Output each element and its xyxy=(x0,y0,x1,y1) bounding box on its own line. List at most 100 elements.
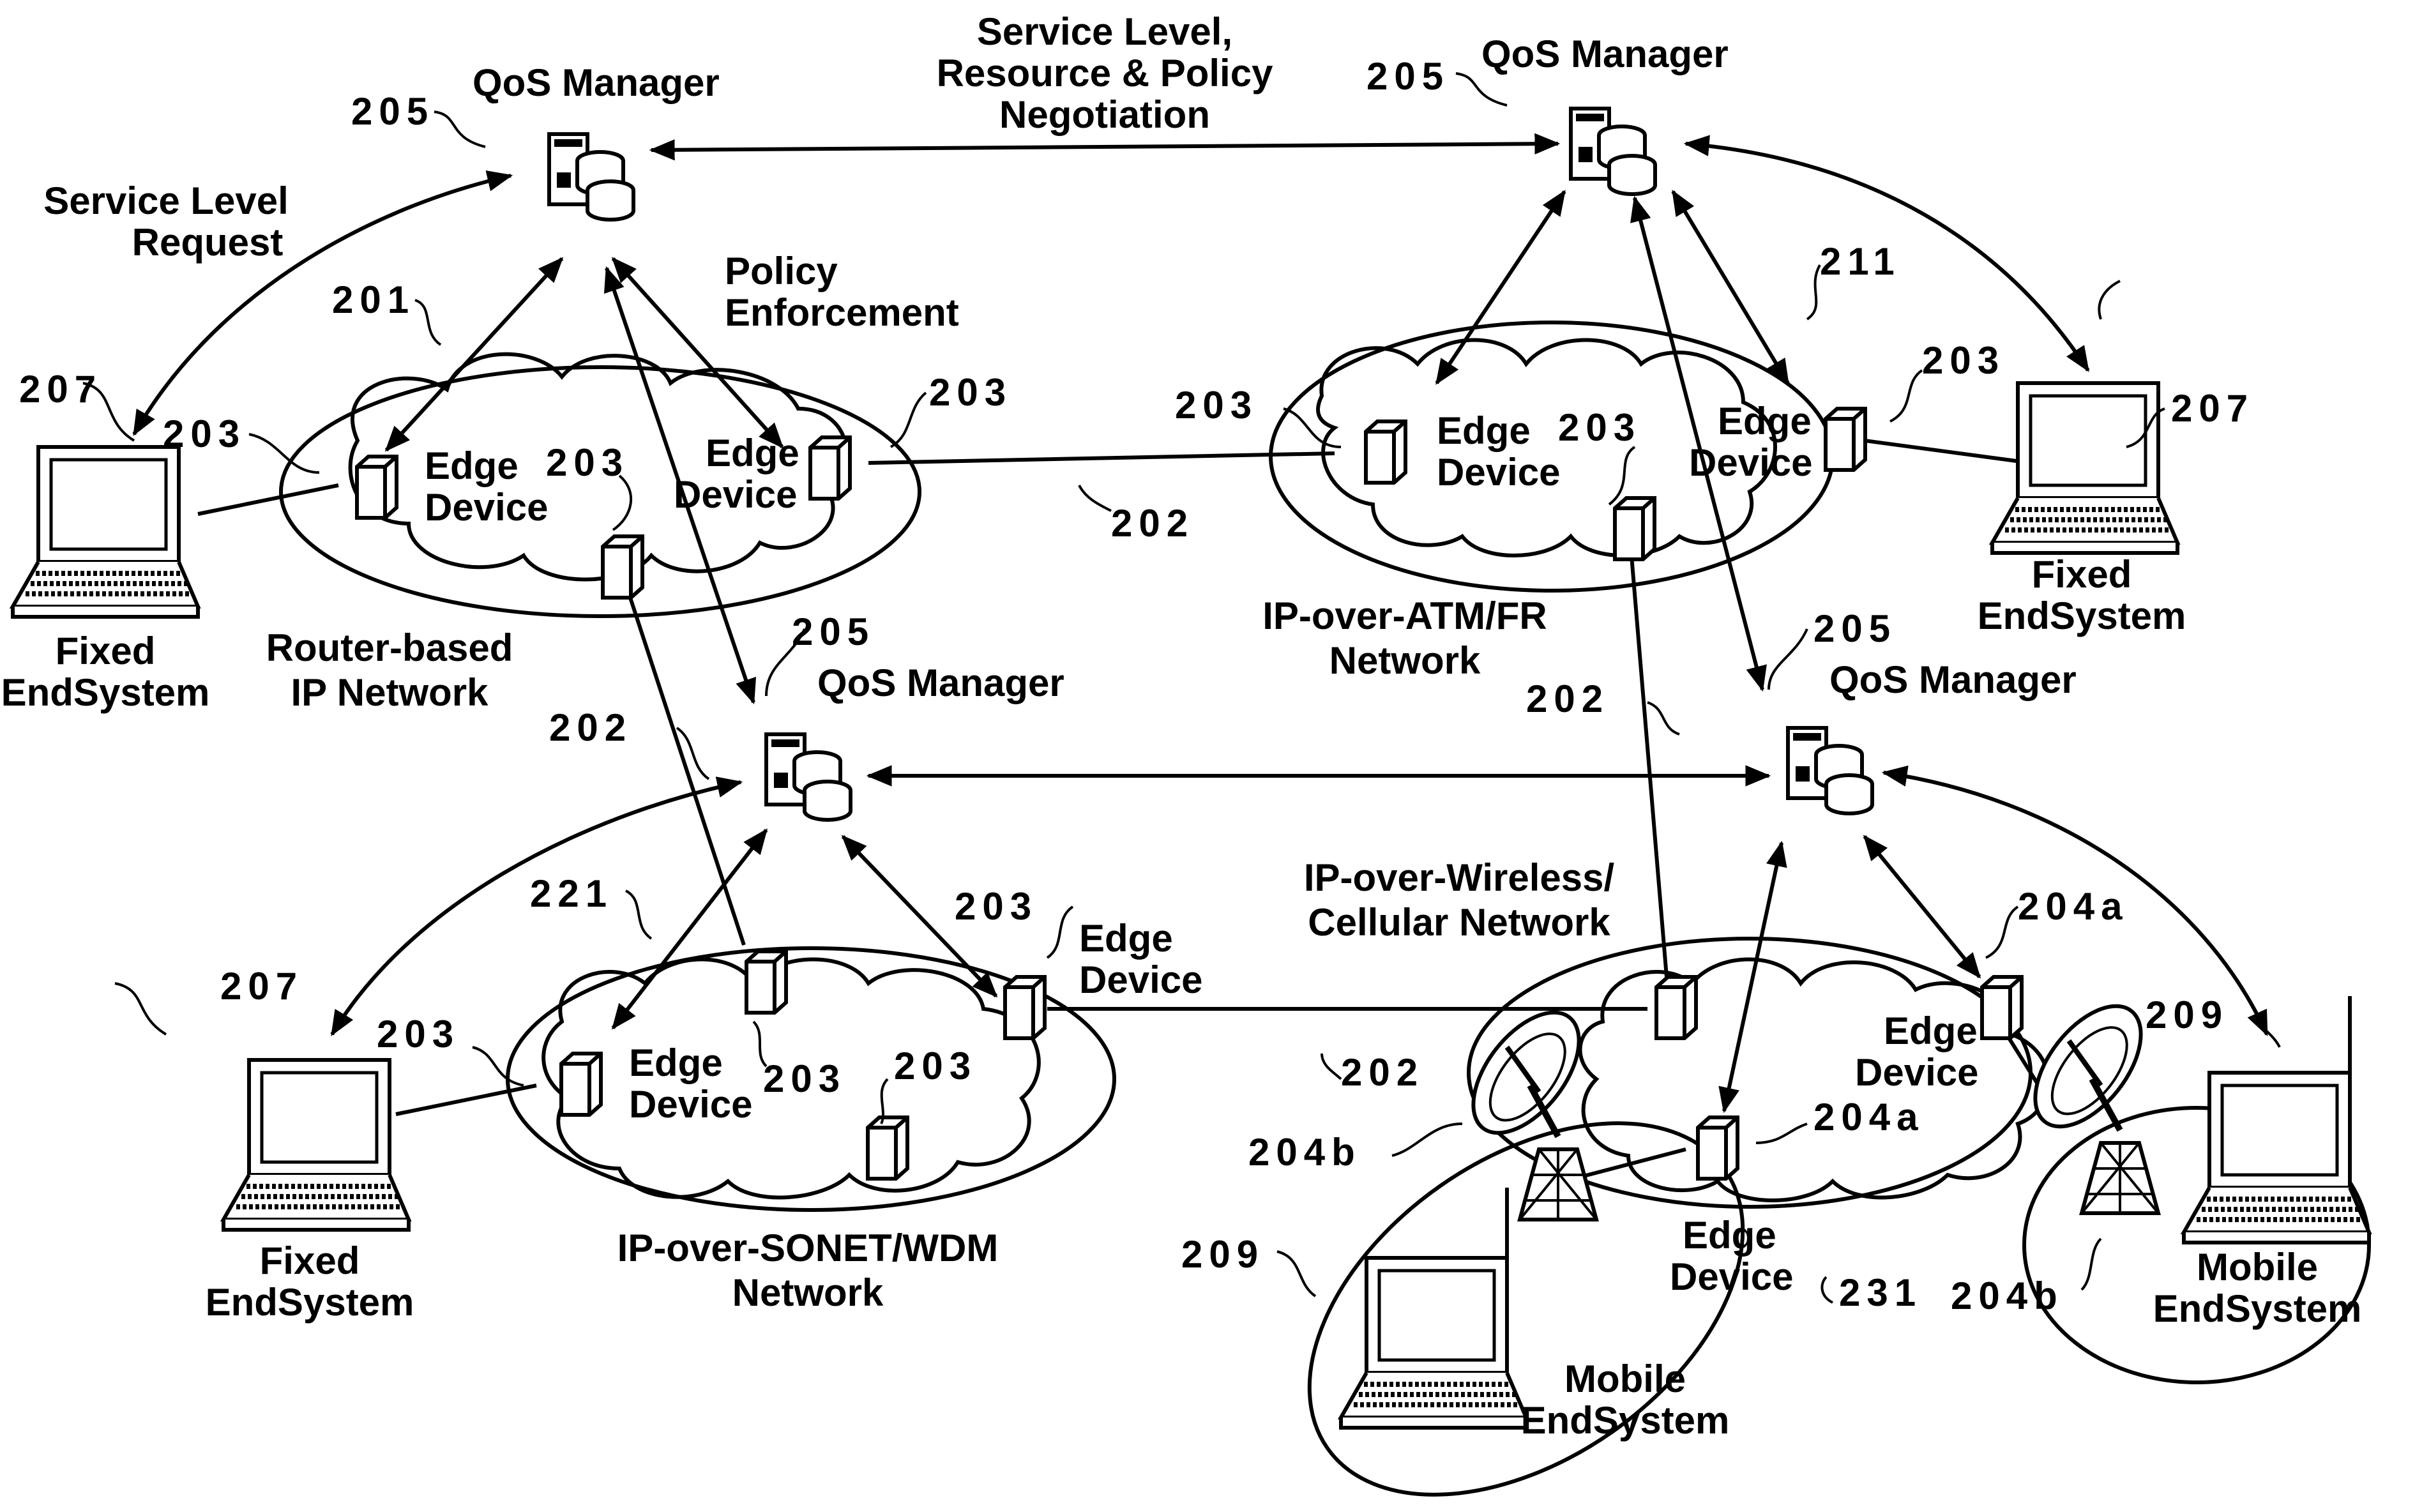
service-level-request-label: Request xyxy=(132,221,284,264)
policy-enforcement-label: Enforcement xyxy=(725,291,959,334)
edge-device-label: Edge xyxy=(1718,400,1812,442)
network-name-label: Router-based xyxy=(266,626,513,669)
fixed-endsystem-label: EndSystem xyxy=(1,671,210,714)
ref-207: 207 xyxy=(19,368,102,411)
fixed-endsystem-label: Fixed xyxy=(2032,553,2132,596)
edge-device-label: Device xyxy=(1855,1051,1978,1094)
satellite-dish-icon xyxy=(2015,987,2161,1213)
ref-211: 211 xyxy=(1820,240,1901,283)
ref-204a: 204a xyxy=(2018,885,2128,928)
fixed-endsystem-label: EndSystem xyxy=(1978,594,2186,637)
ref-204a: 204a xyxy=(1813,1096,1924,1138)
edge-device-label: Device xyxy=(1079,958,1202,1001)
fixed-endsystem-label: Fixed xyxy=(56,630,156,672)
ref-203: 203 xyxy=(163,412,246,455)
qos-manager-label: QoS Manager xyxy=(473,61,720,104)
edge-device-icon xyxy=(1698,1117,1737,1179)
laptop-icon xyxy=(1992,383,2177,553)
mobile-endsystem-label: Mobile xyxy=(1564,1357,1686,1400)
edge-device-icon xyxy=(1656,977,1696,1038)
ref-202: 202 xyxy=(1341,1051,1424,1094)
ref-203: 203 xyxy=(955,885,1038,928)
edge-device-label: Device xyxy=(1689,441,1812,484)
ref-221: 221 xyxy=(530,872,613,915)
mobile-endsystem-label: EndSystem xyxy=(1521,1399,1730,1442)
edge-device-icon xyxy=(603,536,642,598)
policy-enforcement-label: Policy xyxy=(725,250,838,292)
edge-device-icon xyxy=(1005,977,1045,1038)
laptop-icon xyxy=(223,1060,409,1230)
fixed-endsystem-label: Fixed xyxy=(260,1239,360,1282)
edge-device-icon xyxy=(1366,421,1405,483)
negotiation-label: Negotiation xyxy=(999,93,1210,136)
ref-202: 202 xyxy=(1111,502,1194,545)
edge-device-icon xyxy=(561,1054,601,1115)
negotiation-label: Service Level, xyxy=(977,10,1232,53)
laptop-icon xyxy=(2184,1073,2369,1243)
laptop-icon xyxy=(13,447,198,617)
qos-manager-server-icon xyxy=(766,734,851,820)
ref-202: 202 xyxy=(1526,677,1609,720)
edge-device-label: Edge xyxy=(706,432,799,474)
fixed-endsystem-label: EndSystem xyxy=(206,1281,414,1324)
network-name-label: IP-over-ATM/FR xyxy=(1262,594,1547,637)
ref-205: 205 xyxy=(1813,607,1896,650)
ref-203: 203 xyxy=(546,441,629,484)
mobile-endsystem-label: Mobile xyxy=(2197,1246,2318,1289)
network-name-label: Cellular Network xyxy=(1308,901,1610,944)
qos-manager-label: QoS Manager xyxy=(1481,33,1729,75)
ref-203: 203 xyxy=(1558,406,1641,449)
ref-203: 203 xyxy=(377,1013,460,1055)
edge-device-label: Device xyxy=(1670,1255,1793,1298)
edge-device-icon xyxy=(1615,498,1654,559)
edge-device-icon xyxy=(868,1117,907,1179)
edge-device-label: Edge xyxy=(629,1041,723,1084)
ref-207: 207 xyxy=(220,965,303,1008)
edge-device-label: Device xyxy=(425,486,548,529)
qos-manager-label: QoS Manager xyxy=(817,662,1064,704)
network-name-label: Network xyxy=(1329,639,1481,682)
ref-204b: 204b xyxy=(1248,1131,1361,1174)
laptop-icon xyxy=(1341,1258,1526,1428)
edge-device-icon xyxy=(810,437,850,499)
qos-manager-server-icon xyxy=(1788,728,1872,813)
ref-203: 203 xyxy=(1922,339,2005,382)
edge-device-label: Edge xyxy=(1079,917,1173,960)
ref-203: 203 xyxy=(763,1057,846,1100)
ref-204b: 204b xyxy=(1951,1274,2064,1317)
edge-device-label: Edge xyxy=(1884,1009,1978,1052)
satellite-dish-icon xyxy=(1453,994,1600,1220)
qos-manager-server-icon xyxy=(549,134,633,220)
ref-203: 203 xyxy=(929,371,1012,414)
qos-manager-label: QoS Manager xyxy=(1829,658,2077,701)
ref-203: 203 xyxy=(1175,384,1258,427)
network-name-label: IP-over-Wireless/ xyxy=(1304,856,1615,899)
network-name-label: IP-over-SONET/WDM xyxy=(617,1227,999,1269)
ref-231: 231 xyxy=(1839,1271,1922,1314)
ref-202: 202 xyxy=(549,706,632,749)
inter-network-links xyxy=(198,441,2063,1184)
edge-device-icon xyxy=(746,951,786,1013)
edge-device-label: Edge xyxy=(1437,409,1531,452)
edge-device-label: Device xyxy=(674,473,797,516)
service-level-request-label: Service Level xyxy=(43,179,289,222)
edge-device-label: Edge xyxy=(1683,1214,1776,1257)
ref-209: 209 xyxy=(1181,1233,1264,1276)
edge-device-icon xyxy=(357,457,397,518)
ref-205: 205 xyxy=(1366,55,1450,98)
edge-device-icon xyxy=(1826,409,1865,470)
edge-device-label: Device xyxy=(1437,451,1560,494)
ref-205: 205 xyxy=(792,610,875,653)
qos-manager-server-icon xyxy=(1571,109,1655,194)
edge-device-icon xyxy=(1982,977,2022,1038)
network-name-label: Network xyxy=(732,1271,884,1314)
edge-device-label: Device xyxy=(629,1083,752,1126)
edge-device-label: Edge xyxy=(425,444,519,487)
ref-203: 203 xyxy=(894,1045,977,1087)
ref-205: 205 xyxy=(351,90,434,133)
mobile-endsystem-label: EndSystem xyxy=(2153,1287,2362,1330)
ref-207: 207 xyxy=(2171,387,2254,430)
negotiation-label: Resource & Policy xyxy=(937,52,1274,94)
ref-201: 201 xyxy=(332,278,415,321)
